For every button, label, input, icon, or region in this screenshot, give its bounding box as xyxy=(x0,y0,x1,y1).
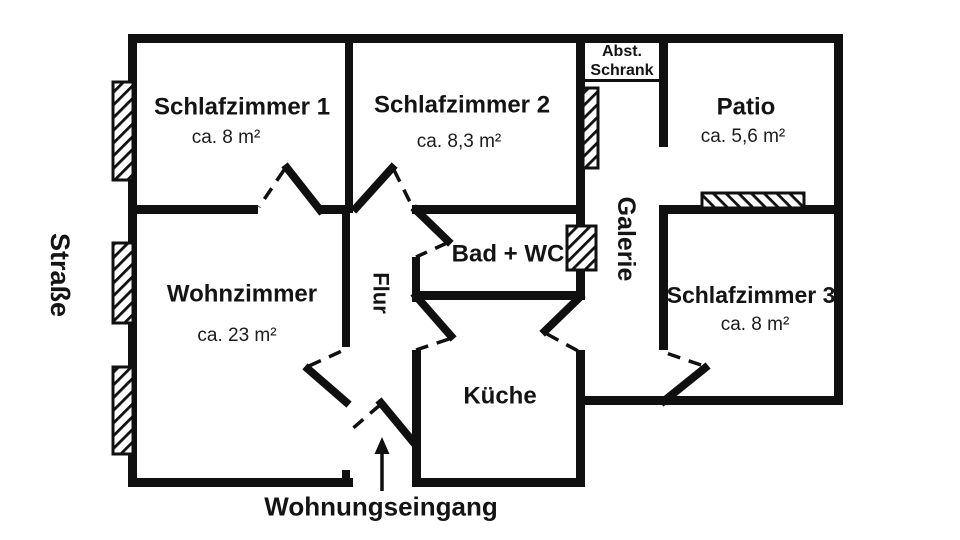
window-wohnzimmer-lower xyxy=(111,365,135,456)
room-label-abstellschrank: Abst. Schrank xyxy=(590,42,653,80)
wall-bad-top xyxy=(412,205,584,214)
wall-wohnzimmer-right-upper xyxy=(342,205,350,347)
room-area-wohnzimmer: ca. 23 m² xyxy=(197,325,277,347)
wall-sz1-bottom-right xyxy=(318,205,350,214)
door-schlafzimmer2-leaf xyxy=(350,162,398,214)
wall-kueche-left xyxy=(412,350,421,487)
room-area-schlafzimmer-3: ca. 8 m² xyxy=(720,314,790,336)
wall-schlafzimmer3-bottom xyxy=(583,396,843,405)
door-bad-swing xyxy=(415,241,448,259)
window-bad-galerie xyxy=(565,224,598,272)
door-kueche-right-swing xyxy=(546,332,581,354)
entrance-arrow-head xyxy=(374,437,390,454)
door-bad-leaf xyxy=(410,204,454,247)
door-wohnzimmer-swing xyxy=(308,348,345,368)
wall-bottom-kueche xyxy=(412,478,585,487)
room-label-schlafzimmer-3: Schlafzimmer 3 xyxy=(666,281,836,308)
room-label-flur: Flur xyxy=(368,272,394,314)
room-area-schlafzimmer-1: ca. 8 m² xyxy=(191,127,261,149)
door-schlafzimmer2-swing xyxy=(392,169,414,207)
wall-bottom-wohnzimmer xyxy=(128,478,353,487)
door-entrance-leaf xyxy=(375,397,420,449)
door-schlafzimmer3-swing xyxy=(665,351,702,367)
room-label-kueche: Küche xyxy=(463,382,537,410)
wall-schlafzimmer3-left xyxy=(659,205,668,350)
window-schlafzimmer1 xyxy=(111,80,135,182)
street-label: Straße xyxy=(45,232,76,318)
wall-sz1-bottom-left xyxy=(128,205,258,214)
doors xyxy=(257,162,711,449)
room-label-schlafzimmer-2: Schlafzimmer 2 xyxy=(373,91,551,119)
wall-outer-top xyxy=(128,34,843,43)
room-label-bad-wc: Bad + WC xyxy=(451,240,565,268)
window-schlafzimmer2-galerie xyxy=(581,86,600,170)
door-kueche-left-swing xyxy=(415,337,450,352)
wall-bad-bottom xyxy=(412,291,585,300)
wall-kueche-right xyxy=(576,350,585,487)
door-wohnzimmer-leaf xyxy=(302,363,352,408)
abstellschrank-line-1: Abst. xyxy=(601,42,642,60)
room-label-wohnzimmer: Wohnzimmer xyxy=(166,280,318,308)
window-patio-schlafzimmer3 xyxy=(700,191,806,210)
room-area-schlafzimmer-2: ca. 8,3 m² xyxy=(416,131,502,153)
door-schlafzimmer1-leaf xyxy=(281,162,326,216)
room-label-patio: Patio xyxy=(716,93,776,121)
door-schlafzimmer3-leaf xyxy=(658,362,711,407)
wall-mid-vertical xyxy=(576,43,585,300)
wall-divider-sz1-sz2 xyxy=(345,43,353,213)
door-entrance-swing xyxy=(350,403,382,431)
room-label-galerie: Galerie xyxy=(612,196,641,282)
entrance-label: Wohnungseingang xyxy=(264,491,498,522)
abstellschrank-line-2: Schrank xyxy=(590,62,654,79)
door-schlafzimmer1-swing xyxy=(257,169,286,208)
windows xyxy=(111,80,806,456)
door-kueche-right-leaf xyxy=(539,291,586,337)
room-area-patio: ca. 5,6 m² xyxy=(700,126,786,148)
door-kueche-left-leaf xyxy=(410,290,457,342)
wall-outer-right xyxy=(834,34,843,405)
wall-wohnzimmer-right-lower xyxy=(342,470,350,487)
wall-abstellschrank-right xyxy=(659,43,668,147)
wall-abstellschrank-bottom-line xyxy=(584,79,659,82)
window-wohnzimmer-upper xyxy=(111,241,135,325)
room-label-schlafzimmer-1: Schlafzimmer 1 xyxy=(153,93,331,121)
wall-bad-left xyxy=(412,257,420,302)
entrance-arrow xyxy=(374,437,390,491)
